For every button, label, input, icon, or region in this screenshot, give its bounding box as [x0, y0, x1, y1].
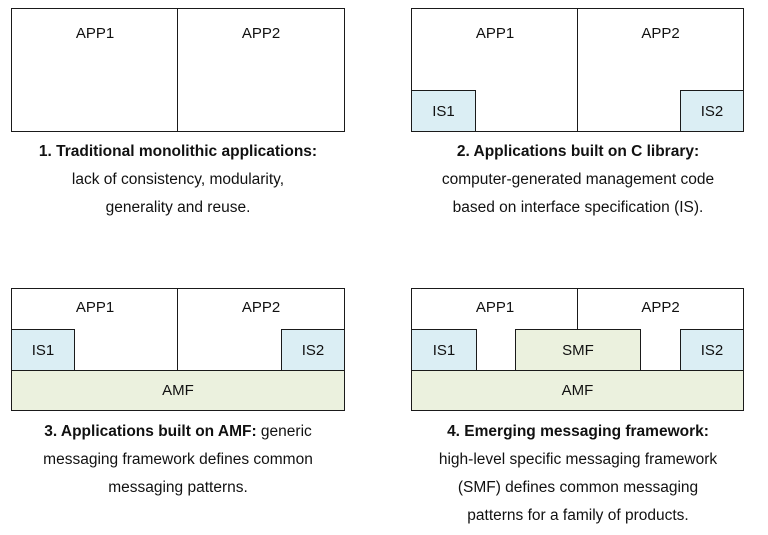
caption-3-line2: messaging framework defines common — [43, 451, 313, 468]
is1-label: IS1 — [432, 102, 455, 120]
caption-2-line3: based on interface specification (IS). — [452, 199, 704, 216]
caption-1-line2: lack of consistency, modularity, — [71, 171, 285, 188]
panel-amf: APP1 APP2 IS1 IS2 AMF 3. Applications bu… — [0, 288, 356, 502]
caption-3: 3. Applications built on AMF: generic me… — [0, 418, 356, 502]
is2-label: IS2 — [301, 342, 325, 359]
caption-4: 4. Emerging messaging framework: high-le… — [400, 418, 756, 530]
caption-3-title-rest: generic — [256, 423, 312, 440]
caption-3-title: 3. Applications built on AMF: — [44, 423, 257, 440]
panel-c-library: APP1 APP2 IS1 IS2 2. Applications built … — [0, 0, 768, 267]
caption-1: 1. Traditional monolithic applications: … — [0, 138, 356, 222]
is1-label: IS1 — [432, 342, 456, 359]
caption-4-line2: high-level specific messaging framework — [438, 451, 718, 468]
is2-label: IS2 — [700, 342, 724, 359]
app2-label: APP2 — [241, 25, 281, 42]
app2-box: APP2 — [577, 8, 744, 132]
caption-4-line4: patterns for a family of products. — [467, 507, 689, 524]
app2-label: APP2 — [641, 299, 680, 316]
amf-box: AMF — [411, 370, 744, 411]
app1-label: APP1 — [75, 25, 115, 42]
caption-1-title: 1. Traditional monolithic applications: — [38, 143, 318, 160]
caption-4-title: 4. Emerging messaging framework: — [447, 423, 709, 440]
caption-3-line3: messaging patterns. — [108, 479, 248, 496]
smf-label: SMF — [562, 342, 594, 359]
amf-label: AMF — [162, 382, 194, 399]
is1-box: IS1 — [411, 329, 477, 372]
app1-label: APP1 — [475, 299, 515, 316]
amf-label: AMF — [561, 382, 594, 399]
app2-label: APP2 — [241, 299, 281, 316]
app2-box: APP2 — [177, 8, 345, 132]
is2-box: IS2 — [680, 329, 744, 372]
panel-monolithic: APP1 APP2 1. Traditional monolithic appl… — [0, 0, 384, 267]
is2-label: IS2 — [700, 102, 724, 120]
smf-box: SMF — [515, 329, 641, 372]
is2-box: IS2 — [281, 329, 345, 372]
caption-1-line3: generality and reuse. — [105, 199, 251, 216]
app1-label: APP1 — [75, 299, 115, 316]
is1-box: IS1 — [411, 90, 476, 132]
caption-2-line2: computer-generated management code — [441, 171, 715, 188]
is1-label: IS1 — [31, 342, 55, 359]
is1-box: IS1 — [11, 329, 75, 372]
caption-2-title: 2. Applications built on C library: — [456, 143, 700, 160]
amf-box: AMF — [11, 370, 345, 411]
app1-label: APP1 — [475, 25, 515, 42]
is2-box: IS2 — [680, 90, 744, 132]
caption-2: 2. Applications built on C library: comp… — [400, 138, 756, 222]
app2-label: APP2 — [641, 25, 680, 42]
app1-box: APP1 — [11, 8, 179, 132]
caption-4-line3: (SMF) defines common messaging — [457, 479, 699, 496]
